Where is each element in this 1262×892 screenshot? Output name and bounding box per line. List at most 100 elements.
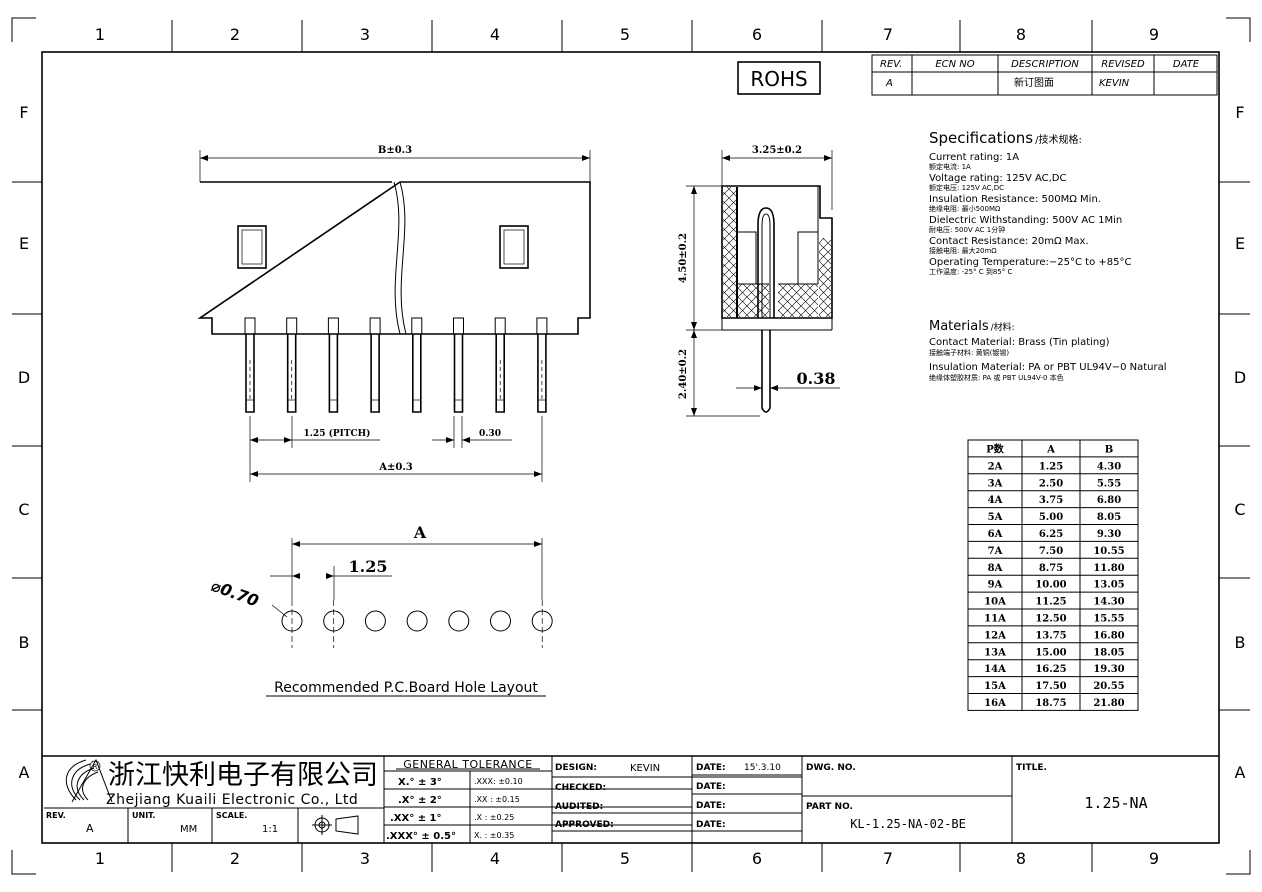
- pin: [328, 334, 339, 413]
- spec-item-en: Current rating: 1A: [929, 152, 1019, 163]
- spec-item-en: Insulation Resistance: 500MΩ Min.: [929, 194, 1101, 205]
- pin-root: [536, 317, 548, 335]
- zone-col-6-bottom: 6: [752, 849, 762, 868]
- dim-table-cell: 14.30: [1093, 597, 1124, 608]
- title-label: TITLE.: [1016, 763, 1047, 773]
- company-logo: R: [65, 758, 113, 803]
- revised-value: KEVIN: [1099, 78, 1130, 89]
- spec-item-cn: 耐电压: 500V AC 1分钟: [929, 225, 1005, 234]
- material-item-cn: 接触端子材料: 黄铜(镀锡): [929, 348, 1009, 357]
- zone-row-C-right: C: [1234, 500, 1245, 519]
- spec-item-cn: 额定电流: 1A: [929, 162, 971, 171]
- dim-table-cell: 7A: [988, 546, 1003, 557]
- pin-root: [244, 317, 256, 335]
- dim-table-cell: 13A: [984, 647, 1006, 658]
- ecn-header: ECN NO: [935, 59, 974, 70]
- dim-table-cell: 12A: [984, 630, 1006, 641]
- zone-col-8: 8: [1016, 25, 1026, 44]
- tol-angular-1: .X° ± 2°: [398, 795, 442, 806]
- front-dim-b: B±0.3: [378, 145, 412, 156]
- zone-col-8-bottom: 8: [1016, 849, 1026, 868]
- scale-label: SCALE.: [216, 811, 247, 820]
- approved-label: APPROVED:: [555, 820, 614, 830]
- dim-table-cell: 8.05: [1097, 512, 1121, 523]
- tol-linear-1: .XX : ±0.15: [474, 795, 520, 804]
- projection-symbol-icon: [312, 815, 359, 835]
- front-pins: [244, 317, 548, 413]
- dim-table-cell: 19.30: [1093, 664, 1124, 675]
- pin-root: [327, 317, 339, 335]
- front-dim-pitch: 1.25 (PITCH): [304, 428, 371, 439]
- tolerance-title: GENERAL TOLERANCE: [403, 758, 533, 771]
- checked-label: CHECKED:: [555, 783, 606, 793]
- dim-table-cell: 16.80: [1093, 630, 1124, 641]
- audited-label: AUDITED:: [555, 802, 603, 812]
- dim-table-cell: 3A: [988, 478, 1003, 489]
- dim-table-cell: 7.50: [1039, 546, 1063, 557]
- spec-title: Specifications/技术规格:: [929, 129, 1082, 147]
- dim-table-cell: 21.80: [1093, 698, 1124, 709]
- spec-item-cn: 接触电阻: 最大20mΩ: [929, 246, 997, 255]
- revision-table: REV. ECN NO DESCRIPTION REVISED DATE A 新…: [871, 54, 1218, 96]
- dim-table-cell: 3.75: [1039, 495, 1063, 506]
- zone-row-E: E: [19, 234, 29, 253]
- dim-table-cell: 18.75: [1035, 698, 1066, 709]
- zone-row-C: C: [18, 500, 29, 519]
- pin: [245, 334, 255, 413]
- audited-date-label: DATE:: [696, 801, 726, 811]
- dim-table-cell: 11.25: [1035, 597, 1066, 608]
- front-view: B±0.3 1.25 (PITCH) 0.30 A±0.3: [197, 145, 591, 482]
- rev-header: REV.: [880, 59, 902, 70]
- dim-table-cell: 2A: [988, 461, 1003, 472]
- pcb-dim-a: A: [413, 523, 427, 542]
- spec-item-en: Contact Resistance: 20mΩ Max.: [929, 236, 1089, 247]
- spec-item-cn: 工作温度: -25° C 到85° C: [929, 267, 1012, 276]
- zone-row-D: D: [18, 368, 30, 387]
- zone-col-1: 1: [95, 25, 105, 44]
- part-no-label: PART NO.: [806, 802, 853, 812]
- svg-text:R: R: [93, 763, 98, 771]
- dim-table-cell: 6.80: [1097, 495, 1121, 506]
- pcb-dim-pitch: 1.25: [349, 557, 388, 576]
- rev-value: A: [885, 78, 893, 89]
- dim-table-cell: 10A: [984, 597, 1006, 608]
- approved-date-label: DATE:: [696, 820, 726, 830]
- dim-table-cell: 15.00: [1035, 647, 1066, 658]
- tol-linear-2: .X : ±0.25: [474, 813, 514, 822]
- description-value: 新订图面: [1014, 76, 1054, 89]
- dim-table-cell: 20.55: [1093, 681, 1124, 692]
- dim-table-cell: 9.30: [1097, 529, 1121, 540]
- zone-col-3: 3: [360, 25, 370, 44]
- dim-table-cell: 10.00: [1035, 580, 1066, 591]
- pin: [537, 334, 547, 413]
- dim-table-cell: 5.55: [1097, 478, 1121, 489]
- front-dim-pin: 0.30: [479, 429, 501, 439]
- pin: [286, 334, 297, 413]
- zone-row-A: A: [19, 763, 30, 782]
- side-dim-pin-thickness: 0.38: [797, 369, 836, 388]
- design-date-value: 15'.3.10: [744, 763, 781, 773]
- scale-value: 1:1: [262, 824, 278, 835]
- revised-header: REVISED: [1101, 59, 1145, 70]
- tol-angular-0: X.° ± 3°: [398, 777, 442, 788]
- dim-table-cell: 2.50: [1039, 478, 1063, 489]
- pcb-hole-layout: A 1.25 ⌀0.70 Recommended P.C.Board Hole …: [209, 523, 553, 697]
- title-value: 1.25-NA: [1084, 794, 1147, 812]
- unit-label: UNIT.: [132, 811, 155, 820]
- tol-angular-2: .XX° ± 1°: [390, 813, 442, 824]
- rev-value-tb: A: [86, 822, 94, 835]
- pcb-hole: [406, 610, 428, 632]
- spec-item-en: Operating Temperature:−25°C to +85°C: [929, 257, 1131, 268]
- tol-linear-0: .XXX: ±0.10: [474, 777, 523, 786]
- rev-label: REV.: [46, 811, 66, 820]
- materials-title: Materials/材料:: [929, 319, 1015, 334]
- dim-table-cell: 11.80: [1093, 563, 1124, 574]
- spec-item-en: Voltage rating: 125V AC,DC: [929, 173, 1066, 184]
- zone-row-A-right: A: [1235, 763, 1246, 782]
- zone-row-F: F: [19, 103, 28, 122]
- design-date-label: DATE:: [696, 763, 726, 773]
- pin: [453, 334, 464, 413]
- dim-table-cell: 4.30: [1097, 461, 1121, 472]
